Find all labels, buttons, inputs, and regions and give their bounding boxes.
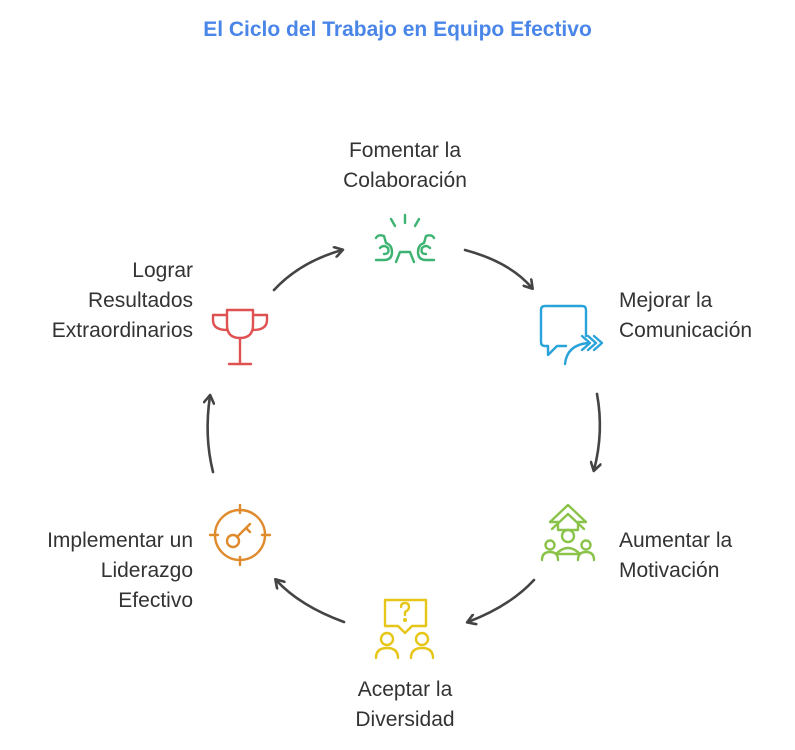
diagram-title: El Ciclo del Trabajo en Equipo Efectivo bbox=[203, 18, 592, 41]
step-label-motivation: Aumentar la Motivación bbox=[619, 529, 733, 582]
step-label-diversity: Aceptar la Diversidad bbox=[355, 678, 455, 731]
step-label-communication: Mejorar la Comunicación bbox=[619, 289, 753, 342]
handshake-collaboration-icon bbox=[374, 213, 436, 264]
arrow-results-to-collab bbox=[272, 250, 342, 292]
arrow-divers-to-leader bbox=[276, 580, 346, 624]
team-growth-icon bbox=[540, 503, 596, 562]
trophy-icon bbox=[211, 308, 269, 366]
arrow-motiv-to-divers bbox=[468, 578, 536, 622]
people-question-icon bbox=[374, 598, 435, 660]
arrow-leader-to-results bbox=[208, 396, 213, 474]
arrow-collab-to-comm bbox=[463, 248, 532, 288]
step-label-leadership: Implementar un Liderazgo Efectivo bbox=[47, 529, 193, 612]
arrow-comm-to-motiv bbox=[594, 392, 600, 470]
step-label-results: Lograr Resultados Extraordinarios bbox=[51, 259, 193, 342]
step-label-collaboration: Fomentar la Colaboración bbox=[343, 139, 467, 192]
target-key-icon bbox=[208, 503, 272, 567]
chat-forward-icon bbox=[539, 304, 604, 366]
